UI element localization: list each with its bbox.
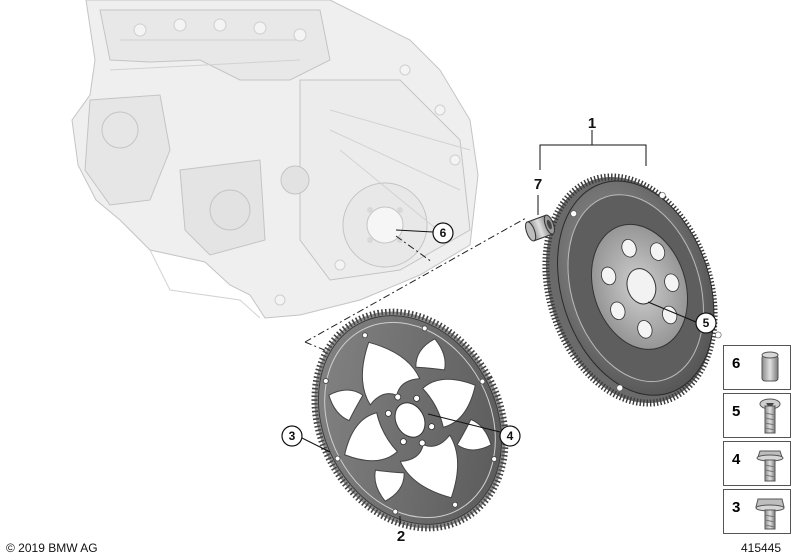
callout-4: 4 (499, 425, 521, 447)
legend-item-5: 5 (723, 393, 791, 438)
svg-text:3: 3 (289, 429, 296, 443)
callout-1: 1 (588, 115, 596, 132)
legend-item-3: 3 (723, 489, 791, 534)
svg-text:7: 7 (534, 176, 542, 193)
dual-mass-flywheel (542, 173, 722, 407)
dowel-pin-icon (761, 351, 779, 382)
callout-2: 2 (397, 528, 405, 545)
pilot-bush (525, 214, 555, 242)
callout-5: 5 (695, 312, 717, 334)
callout-3: 3 (281, 425, 303, 447)
copyright-text: © 2019 BMW AG (6, 541, 98, 555)
legend-number: 3 (732, 499, 741, 516)
legend-item-6: 6 (723, 345, 791, 390)
svg-text:6: 6 (440, 226, 447, 240)
diagram-id-text: 415445 (741, 541, 782, 555)
flange-bolt-icon (756, 450, 784, 482)
svg-text:5: 5 (703, 316, 710, 330)
callout-7: 7 (534, 176, 542, 193)
svg-text:4: 4 (507, 429, 514, 443)
legend-number: 4 (732, 451, 741, 468)
svg-text:1: 1 (588, 115, 596, 132)
callout-6: 6 (432, 222, 454, 244)
legend-number: 6 (732, 355, 741, 372)
hex-bolt-icon (755, 498, 785, 530)
legend-item-4: 4 (723, 441, 791, 486)
leader-lines (301, 130, 697, 525)
legend-number: 5 (732, 403, 741, 420)
svg-text:2: 2 (397, 528, 405, 545)
flexplate (311, 308, 509, 532)
socket-bolt-icon (759, 398, 781, 434)
engine-block (71, 0, 479, 319)
